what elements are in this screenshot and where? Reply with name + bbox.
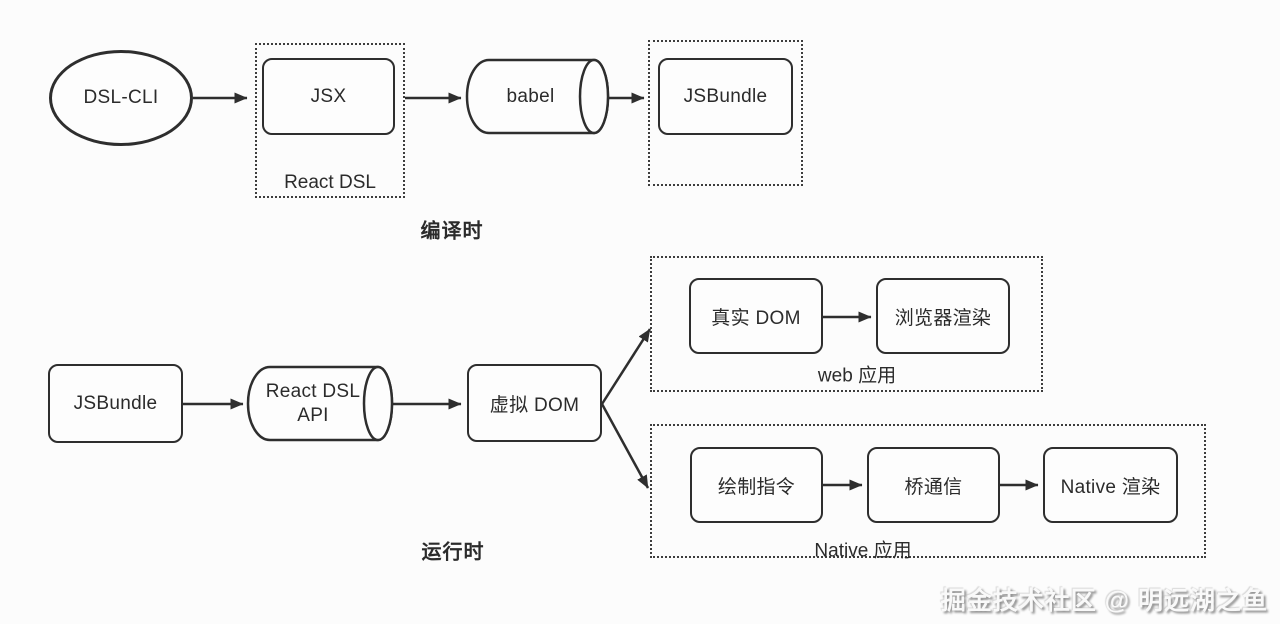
node-native-render: Native 渲染 <box>1043 447 1178 523</box>
node-virtual-dom: 虚拟 DOM <box>467 364 602 442</box>
node-jsbundle-runtime-label: JSBundle <box>73 392 158 414</box>
group-web-app <box>650 256 1043 392</box>
node-virtual-dom-label: 虚拟 DOM <box>489 394 580 416</box>
arrow-vdom-to-web <box>600 328 652 405</box>
node-bridge-label: 桥通信 <box>904 476 963 498</box>
node-dsl-cli-label: DSL-CLI <box>83 87 159 108</box>
node-native-render-label: Native 渲染 <box>1060 476 1161 498</box>
node-jsbundle-runtime: JSBundle <box>48 364 183 443</box>
group-native-app-label: Native 应用 <box>814 540 912 562</box>
group-react-dsl-label: React DSL <box>284 172 376 193</box>
node-browser-render-label: 浏览器渲染 <box>894 307 992 329</box>
group-react-dsl <box>255 43 405 198</box>
watermark: 掘金技术社区 @ 明远湖之鱼 <box>940 587 1268 615</box>
node-jsbundle-compile-label: JSBundle <box>683 85 768 107</box>
node-jsx: JSX <box>262 58 395 135</box>
group-jsbundle-output <box>648 40 803 186</box>
react-dsl-api-cylinder <box>246 365 394 442</box>
node-babel-label: babel <box>467 60 594 133</box>
babel-text: babel <box>506 85 555 107</box>
node-react-dsl-api-label: React DSL API <box>248 367 378 440</box>
react-dsl-api-line1: React DSL <box>265 380 361 402</box>
node-real-dom-label: 真实 DOM <box>711 307 801 329</box>
arrow-vdom-to-native <box>600 403 650 489</box>
stage-label-runtime: 运行时 <box>421 541 485 564</box>
node-dsl-cli: DSL-CLI <box>49 50 193 146</box>
group-web-app-label: web 应用 <box>817 365 897 387</box>
node-browser-render: 浏览器渲染 <box>876 278 1010 354</box>
node-jsx-label: JSX <box>310 85 347 107</box>
stage-label-compile-time: 编译时 <box>420 220 484 243</box>
node-real-dom: 真实 DOM <box>689 278 823 354</box>
group-native-app <box>650 424 1206 558</box>
babel-cylinder <box>465 58 610 135</box>
node-jsbundle-compile: JSBundle <box>658 58 793 135</box>
node-draw-commands-label: 绘制指令 <box>717 476 796 498</box>
node-bridge: 桥通信 <box>867 447 1000 523</box>
react-dsl-api-line2: API <box>297 404 329 426</box>
node-draw-commands: 绘制指令 <box>690 447 823 523</box>
